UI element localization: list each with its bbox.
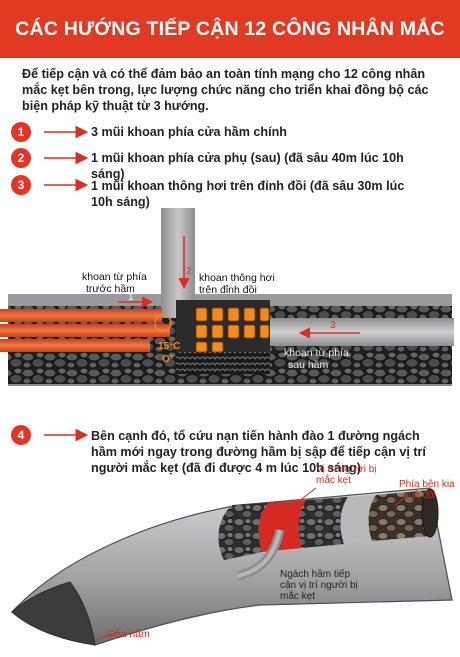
label-side-tunnel: Ngách hầm tiếp cận vị trí người bị mắc k… — [280, 568, 361, 602]
step-3-text: 1 mũi khoan thông hơi trên đỉnh đồi (đã … — [91, 179, 405, 209]
step-4-text: Bên cạnh đó, tổ cứu nạn tiến hành đào 1 … — [91, 429, 426, 475]
tunnel-segment — [340, 495, 376, 544]
oxygen-label: O² — [162, 354, 174, 365]
step-3-badge: 3 — [11, 175, 31, 195]
temperature-label: 15°C — [158, 341, 180, 352]
far-rock — [368, 490, 437, 541]
step-4-badge: 4 — [11, 425, 31, 445]
label-vent-drill: khoan thông hơi trên đỉnh đồi — [199, 272, 278, 296]
step-1-badge: 1 — [11, 122, 31, 142]
step-2-text: 1 mũi khoan phía cửa phụ (sau) (đã sâu 4… — [91, 151, 404, 181]
tunnel-entrance — [11, 581, 96, 646]
thermometer-icon — [154, 314, 172, 332]
arrow-3-label: 3 — [330, 320, 336, 331]
label-front-drill: khoan từ phía trước hầm — [82, 271, 150, 295]
trapped-workers — [195, 307, 270, 353]
arrow-2-label: 2 — [186, 266, 192, 277]
label-other-side-hill: Phía bên kia quả đồi — [399, 479, 457, 501]
front-drill-pipes — [0, 309, 170, 352]
collapse-rock-2 — [298, 497, 348, 548]
label-trapped-position: Vị trí người bị mắc kẹt — [316, 464, 379, 486]
label-back-drill: khoan từ phía sau hầm — [284, 347, 352, 371]
vent-drill-pipe — [161, 208, 195, 318]
collapse-rock-1 — [218, 503, 268, 560]
trapped-zone — [258, 500, 306, 552]
step-1-text: 3 mũi khoan phía cửa hầm chính — [91, 125, 287, 139]
rubble-floor — [176, 352, 270, 374]
label-tunnel-entrance: Cửa hầm — [106, 628, 150, 640]
arrow-1-label: 1 — [128, 292, 134, 303]
step-2-badge: 2 — [11, 148, 31, 168]
page-title: CÁC HƯỚNG TIẾP CẬN 12 CÔNG NHÂN MẮC KẸT — [0, 0, 460, 98]
intro-text: Để tiếp cận và có thể đảm bảo an toàn tí… — [22, 67, 429, 113]
